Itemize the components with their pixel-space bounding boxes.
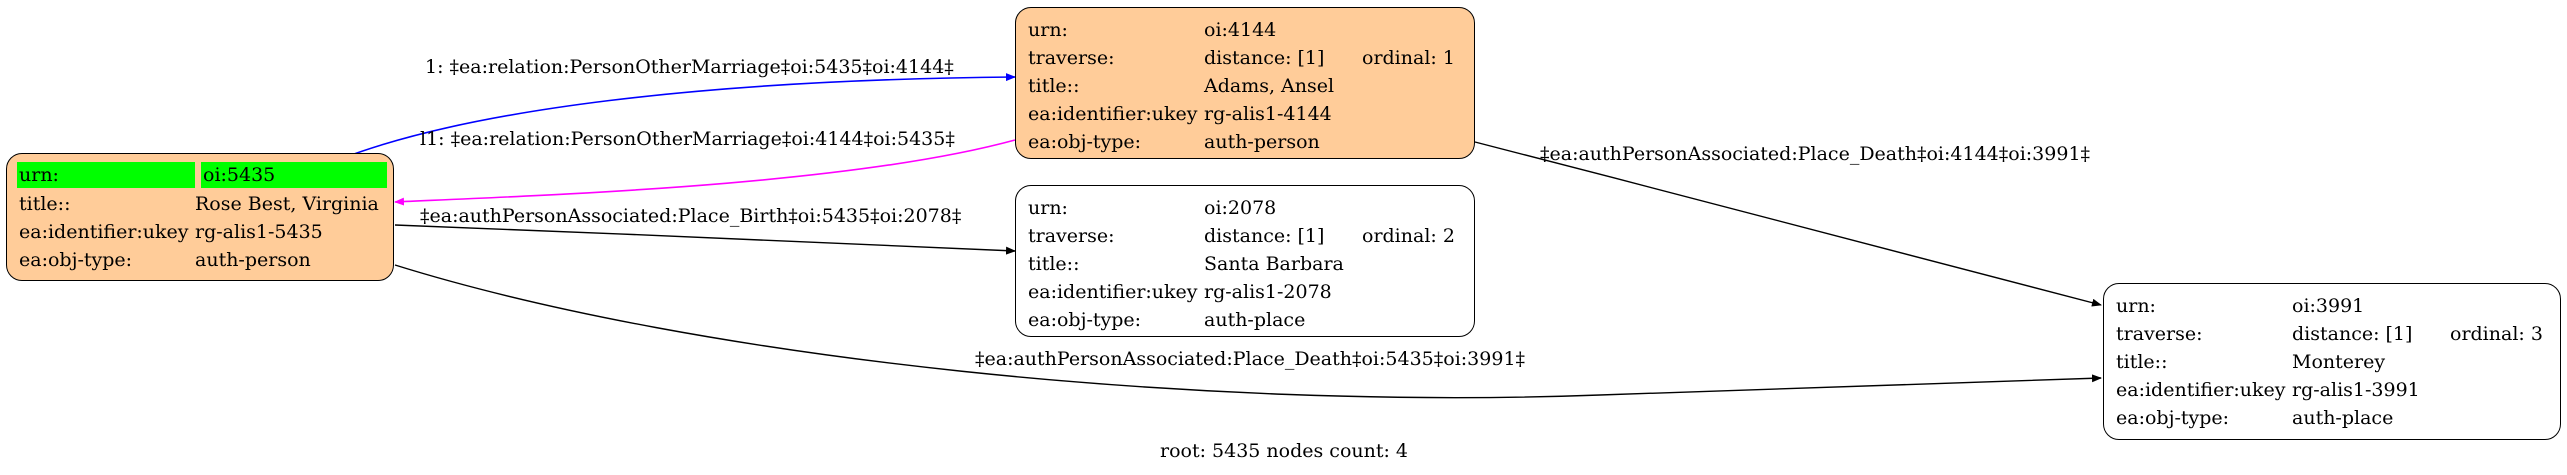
edge-label-marriage: 1: ‡ea:relation:PersonOtherMarriage‡oi:5…: [425, 56, 954, 78]
node-row-ukey: ea:identifier:ukey rg-alis1-4144: [1028, 103, 1332, 125]
node-row-obj-type: ea:obj-type: auth-person: [1028, 131, 1320, 153]
node-row-title: title:: Monterey: [2116, 351, 2386, 373]
node-row-title: title:: Rose Best, Virginia: [19, 193, 379, 215]
node-row-urn: urn: oi:5435: [17, 160, 387, 190]
node-row-obj-type: ea:obj-type: auth-place: [2116, 407, 2394, 429]
node-row-ukey: ea:identifier:ukey rg-alis1-5435: [19, 221, 323, 243]
node-row-traverse: traverse: distance: [1] ordinal: 3: [2116, 323, 2543, 345]
edge-death-5435: [394, 264, 2102, 399]
node-row-obj-type: ea:obj-type: auth-person: [19, 249, 311, 271]
node-row-urn: urn: oi:4144: [1028, 19, 1277, 41]
node-2078[interactable]: urn: oi:2078 traverse: distance: [1] ord…: [1015, 185, 1475, 337]
edge-marriage: [342, 73, 1016, 159]
edge-death-4144: [1474, 141, 2102, 307]
edge-label-birth: ‡ea:authPersonAssociated:Place_Birth‡oi:…: [420, 205, 962, 227]
node-row-ukey: ea:identifier:ukey rg-alis1-2078: [1028, 281, 1332, 303]
graph-caption: root: 5435 nodes count: 4: [1160, 440, 1409, 462]
node-row-urn: urn: oi:3991: [2116, 295, 2365, 317]
node-row-title: title:: Adams, Ansel: [1028, 75, 1335, 97]
node-3991[interactable]: urn: oi:3991 traverse: distance: [1] ord…: [2103, 283, 2561, 440]
node-row-ukey: ea:identifier:ukey rg-alis1-3991: [2116, 379, 2420, 401]
edge-label-death-4144: ‡ea:authPersonAssociated:Place_Death‡oi:…: [1540, 143, 2091, 165]
node-row-urn: urn: oi:2078: [1028, 197, 1277, 219]
node-row-traverse: traverse: distance: [1] ordinal: 1: [1028, 47, 1455, 69]
edge-label-death-5435: ‡ea:authPersonAssociated:Place_Death‡oi:…: [975, 348, 1526, 370]
edge-birth: [394, 224, 1016, 255]
node-root-5435[interactable]: urn: oi:5435 title:: Rose Best, Virginia…: [6, 153, 394, 281]
node-row-traverse: traverse: distance: [1] ordinal: 2: [1028, 225, 1455, 247]
edge-label-marriage-reverse: l1: ‡ea:relation:PersonOtherMarriage‡oi:…: [420, 128, 955, 150]
edge-marriage-reverse: [394, 139, 1016, 206]
node-4144[interactable]: urn: oi:4144 traverse: distance: [1] ord…: [1015, 7, 1475, 159]
node-row-obj-type: ea:obj-type: auth-place: [1028, 309, 1306, 331]
node-row-title: title:: Santa Barbara: [1028, 253, 1344, 275]
